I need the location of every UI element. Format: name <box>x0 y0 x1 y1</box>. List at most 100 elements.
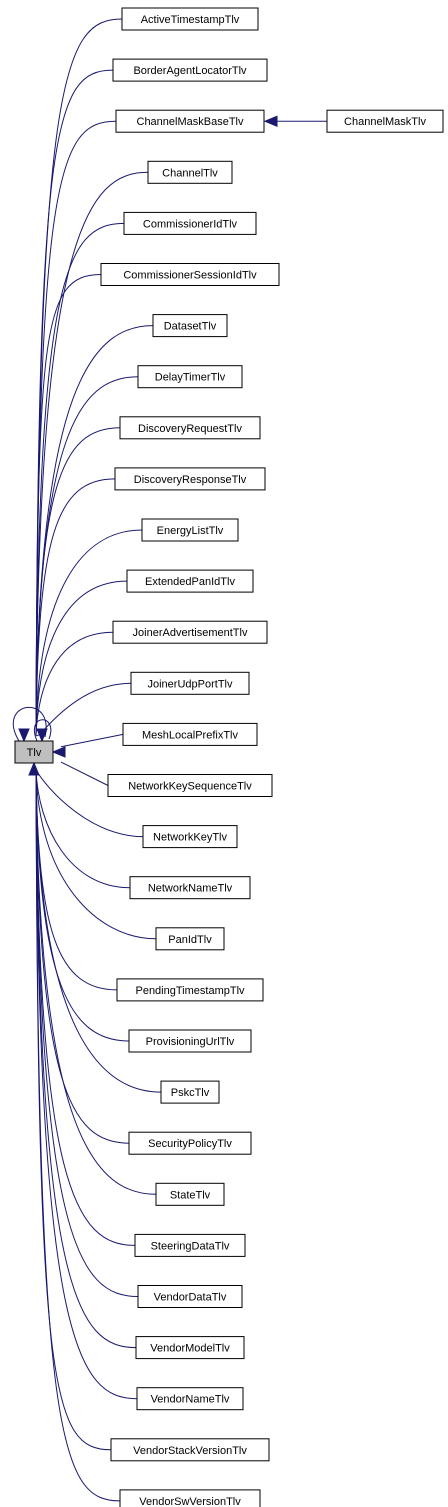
inheritance-edge <box>35 69 114 736</box>
inheritance-edge <box>35 274 102 736</box>
inheritance-edge <box>35 768 118 991</box>
inheritance-edge <box>35 768 130 1144</box>
extended-pan-id-tlv-box <box>126 569 254 593</box>
discovery-request-tlv[interactable]: DiscoveryRequestTlv <box>119 416 261 440</box>
mesh-local-prefix-tlv-box <box>122 722 258 746</box>
steering-data-tlv-label: SteeringDataTlv <box>151 1240 230 1252</box>
inheritance-edge <box>35 768 162 1093</box>
pan-id-tlv[interactable]: PanIdTlv <box>155 927 225 951</box>
border-agent-locator-tlv[interactable]: BorderAgentLocatorTlv <box>112 58 268 82</box>
commissioner-session-id-tlv-label: CommissionerSessionIdTlv <box>123 270 257 282</box>
network-name-tlv-label: NetworkNameTlv <box>148 883 233 895</box>
provisioning-url-tlv-label: ProvisioningUrlTlv <box>146 1036 235 1048</box>
inheritance-edge <box>35 427 121 736</box>
active-timestamp-tlv-label: ActiveTimestampTlv <box>141 14 240 26</box>
active-timestamp-tlv[interactable]: ActiveTimestampTlv <box>121 7 259 31</box>
inheritance-edge <box>35 580 128 736</box>
security-policy-tlv-label: SecurityPolicyTlv <box>148 1138 232 1150</box>
joiner-udp-port-tlv-label: JoinerUdpPortTlv <box>148 678 233 690</box>
inheritance-edge <box>35 631 114 736</box>
channel-tlv-box <box>147 160 233 184</box>
channel-mask-base-tlv[interactable]: ChannelMaskBaseTlv <box>115 109 265 133</box>
channel-tlv[interactable]: ChannelTlv <box>147 160 233 184</box>
commissioner-session-id-tlv[interactable]: CommissionerSessionIdTlv <box>100 263 280 286</box>
dataset-tlv[interactable]: DatasetTlv <box>152 314 228 338</box>
network-name-tlv-box <box>129 876 251 900</box>
mesh-local-prefix-tlv[interactable]: MeshLocalPrefixTlv <box>122 722 258 746</box>
arrowhead <box>28 761 40 776</box>
network-key-sequence-tlv-label: NetworkKeySequenceTlv <box>128 781 252 793</box>
inheritance-edge <box>60 733 124 748</box>
steering-data-tlv-box <box>134 1233 246 1257</box>
vendor-data-tlv[interactable]: VendorDataTlv <box>137 1285 243 1308</box>
vendor-model-tlv[interactable]: VendorModelTlv <box>135 1336 245 1360</box>
root-node-tlv-box <box>14 740 54 764</box>
network-key-tlv-label: NetworkKeyTlv <box>153 832 227 844</box>
network-key-sequence-tlv-box <box>107 774 273 797</box>
state-tlv[interactable]: StateTlv <box>155 1182 225 1206</box>
channel-mask-base-tlv-label: ChannelMaskBaseTlv <box>137 116 244 128</box>
network-name-tlv[interactable]: NetworkNameTlv <box>129 876 251 900</box>
inheritance-edge <box>60 761 109 786</box>
channel-mask-base-tlv-box <box>115 109 265 133</box>
joiner-advertisement-tlv-box <box>112 620 268 644</box>
inheritance-edge <box>35 478 116 736</box>
inheritance-edge <box>35 768 138 1400</box>
channel-mask-tlv-label: ChannelMaskTlv <box>344 116 426 128</box>
network-key-tlv[interactable]: NetworkKeyTlv <box>142 825 238 849</box>
vendor-data-tlv-label: VendorDataTlv <box>154 1292 227 1304</box>
pan-id-tlv-label: PanIdTlv <box>168 934 212 946</box>
commissioner-id-tlv-label: CommissionerIdTlv <box>143 218 238 230</box>
discovery-request-tlv-label: DiscoveryRequestTlv <box>138 423 242 435</box>
vendor-stack-version-tlv[interactable]: VendorStackVersionTlv <box>110 1438 270 1462</box>
inheritance-edge <box>35 529 143 736</box>
edge-layer <box>12 18 327 1502</box>
provisioning-url-tlv-box <box>128 1029 252 1053</box>
state-tlv-box <box>155 1182 225 1206</box>
arrowhead <box>18 728 30 743</box>
channel-mask-tlv[interactable]: ChannelMaskTlv <box>326 109 444 133</box>
vendor-name-tlv[interactable]: VendorNameTlv <box>136 1387 244 1411</box>
inheritance-edge <box>35 768 121 1502</box>
commissioner-id-tlv[interactable]: CommissionerIdTlv <box>123 211 257 235</box>
energy-list-tlv[interactable]: EnergyListTlv <box>141 518 239 542</box>
energy-list-tlv-label: EnergyListTlv <box>157 525 224 537</box>
extended-pan-id-tlv[interactable]: ExtendedPanIdTlv <box>126 569 254 593</box>
vendor-sw-version-tlv-box <box>119 1489 261 1507</box>
discovery-response-tlv[interactable]: DiscoveryResponseTlv <box>114 467 266 491</box>
discovery-response-tlv-label: DiscoveryResponseTlv <box>134 474 247 486</box>
vendor-data-tlv-box <box>137 1285 243 1308</box>
vendor-sw-version-tlv[interactable]: VendorSwVersionTlv <box>119 1489 261 1507</box>
border-agent-locator-tlv-box <box>112 58 268 82</box>
security-policy-tlv-box <box>128 1131 252 1155</box>
dataset-tlv-label: DatasetTlv <box>164 321 217 333</box>
vendor-model-tlv-box <box>135 1336 245 1360</box>
channel-tlv-label: ChannelTlv <box>162 167 218 179</box>
security-policy-tlv[interactable]: SecurityPolicyTlv <box>128 1131 252 1155</box>
pan-id-tlv-box <box>155 927 225 951</box>
joiner-advertisement-tlv[interactable]: JoinerAdvertisementTlv <box>112 620 268 644</box>
energy-list-tlv-box <box>141 518 239 542</box>
inheritance-edge <box>35 682 132 737</box>
pending-timestamp-tlv[interactable]: PendingTimestampTlv <box>116 978 264 1002</box>
steering-data-tlv[interactable]: SteeringDataTlv <box>134 1233 246 1257</box>
network-key-tlv-box <box>142 825 238 849</box>
joiner-advertisement-tlv-label: JoinerAdvertisementTlv <box>133 627 248 639</box>
root-node-tlv[interactable]: Tlv <box>14 740 54 764</box>
channel-mask-tlv-box <box>326 109 444 133</box>
joiner-udp-port-tlv-box <box>130 671 250 695</box>
vendor-model-tlv-label: VendorModelTlv <box>150 1343 230 1355</box>
joiner-udp-port-tlv[interactable]: JoinerUdpPortTlv <box>130 671 250 695</box>
inheritance-edge <box>35 768 157 1195</box>
delay-timer-tlv[interactable]: DelayTimerTlv <box>137 365 243 389</box>
extended-pan-id-tlv-label: ExtendedPanIdTlv <box>145 576 235 588</box>
provisioning-url-tlv[interactable]: ProvisioningUrlTlv <box>128 1029 252 1053</box>
network-key-sequence-tlv[interactable]: NetworkKeySequenceTlv <box>107 774 273 797</box>
pskc-tlv[interactable]: PskcTlv <box>160 1080 220 1104</box>
vendor-name-tlv-box <box>136 1387 244 1411</box>
inheritance-edge <box>35 768 157 940</box>
pskc-tlv-label: PskcTlv <box>171 1087 210 1099</box>
self-loop-edge <box>34 719 52 742</box>
inheritance-edge <box>35 171 149 736</box>
